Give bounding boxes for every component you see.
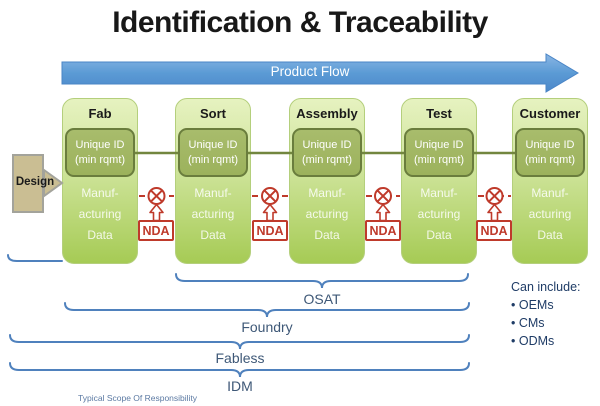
stage-card-customer: Customer Unique ID (min rqmt) Manuf- act… — [512, 98, 588, 264]
unique-id-line1: Unique ID — [75, 138, 125, 151]
nda-arrow-icon — [487, 203, 502, 222]
unique-id-box: Unique ID (min rqmt) — [65, 128, 135, 177]
unique-id-line2: (min rqmt) — [413, 153, 465, 166]
nda-box: NDA — [138, 220, 174, 241]
can-include-item: ODMs — [511, 332, 596, 350]
unique-id-line2: (min rqmt) — [524, 153, 576, 166]
bracket-label-idm: IDM — [227, 378, 253, 394]
unique-id-box: Unique ID (min rqmt) — [292, 128, 362, 177]
unique-id-line2: (min rqmt) — [187, 153, 239, 166]
manufacturing-data-label: Manuf- acturing Data — [528, 186, 572, 242]
page-title: Identification & Traceability — [112, 6, 488, 39]
unique-id-line1: Unique ID — [188, 138, 238, 151]
stage-title: Customer — [519, 106, 581, 121]
unique-id-line2: (min rqmt) — [74, 153, 126, 166]
stage-card-sort: Sort Unique ID (min rqmt) Manuf- acturin… — [175, 98, 251, 264]
bracket-label-osat: OSAT — [303, 291, 341, 307]
product-flow-arrow-icon — [61, 53, 579, 93]
stage-card-assembly: Assembly Unique ID (min rqmt) Manuf- act… — [289, 98, 365, 264]
can-include-item: OEMs — [511, 296, 596, 314]
unique-id-box: Unique ID (min rqmt) — [178, 128, 248, 177]
unique-id-line1: Unique ID — [414, 138, 464, 151]
manufacturing-data-label: Manuf- acturing Data — [417, 186, 461, 242]
nda-arrow-icon — [375, 203, 391, 222]
stage-title: Test — [426, 106, 452, 121]
nda-icons — [147, 187, 504, 222]
design-box-shape — [12, 154, 64, 213]
nda-box: NDA — [365, 220, 401, 241]
scope-bracket-foundry — [64, 302, 470, 318]
can-include-list: Can include: OEMs CMs ODMs — [511, 278, 596, 350]
product-flow-label: Product Flow — [270, 64, 350, 79]
footnote: Typical Scope Of Responsibility — [78, 393, 198, 403]
stage-card-fab: Fab Unique ID (min rqmt) Manuf- acturing… — [62, 98, 138, 264]
scope-brackets — [7, 254, 470, 378]
nda-arrow-icon — [262, 203, 278, 222]
scope-bracket-idm — [9, 362, 470, 378]
stage-title: Fab — [88, 106, 112, 121]
can-include-heading: Can include: — [511, 280, 581, 294]
stage-card-test: Test Unique ID (min rqmt) Manuf- acturin… — [401, 98, 477, 264]
scope-bracket-fabless — [9, 334, 470, 350]
design-label: Design — [15, 176, 55, 188]
unique-id-box: Unique ID (min rqmt) — [404, 128, 474, 177]
design-scope-line — [7, 254, 63, 262]
nda-arrow-icon — [149, 203, 164, 222]
unique-id-line2: (min rqmt) — [301, 153, 353, 166]
can-include-item: CMs — [511, 314, 596, 332]
manufacturing-data-label: Manuf- acturing Data — [191, 186, 235, 242]
unique-id-line1: Unique ID — [302, 138, 352, 151]
bracket-label-foundry: Foundry — [241, 319, 293, 335]
unique-id-box: Unique ID (min rqmt) — [515, 128, 585, 177]
scope-bracket-osat — [175, 273, 469, 289]
manufacturing-data-label: Manuf- acturing Data — [78, 186, 122, 242]
bracket-label-fabless: Fabless — [215, 350, 265, 366]
stage-title: Assembly — [296, 106, 358, 121]
nda-box: NDA — [476, 220, 512, 241]
design-arrow-icon — [43, 168, 64, 198]
stage-title: Sort — [200, 106, 226, 121]
nda-box: NDA — [252, 220, 288, 241]
unique-id-line1: Unique ID — [525, 138, 575, 151]
manufacturing-data-label: Manuf- acturing Data — [305, 186, 349, 242]
